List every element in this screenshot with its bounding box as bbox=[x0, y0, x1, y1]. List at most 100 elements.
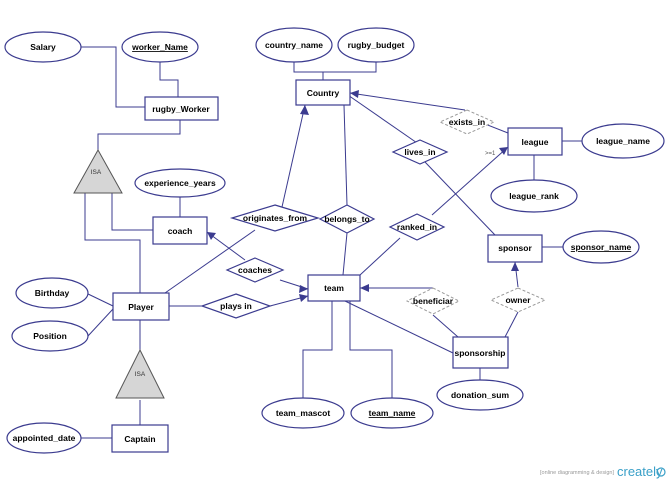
relationships bbox=[200, 109, 547, 319]
label-team-name: team_name bbox=[369, 408, 416, 418]
attribute-league-name[interactable] bbox=[581, 123, 665, 159]
label-coach: coach bbox=[168, 226, 193, 236]
attribute-birthday[interactable] bbox=[15, 277, 89, 309]
label-exists-in: exists_in bbox=[449, 117, 485, 127]
edge-rankedin-team bbox=[359, 237, 401, 276]
edge-countryname-country bbox=[293, 62, 324, 80]
attribute-rugby-budget[interactable] bbox=[337, 27, 415, 63]
labels: Salary worker_Name rugby_Worker country_… bbox=[13, 40, 651, 444]
label-sponsorship: sponsorship bbox=[454, 348, 505, 358]
attribute-country-name[interactable] bbox=[255, 27, 333, 63]
label-rugby-budget: rugby_budget bbox=[348, 40, 405, 50]
edge-isa-coach bbox=[111, 193, 153, 231]
watermark-brand: creately bbox=[617, 464, 663, 479]
label-rugby-worker: rugby_Worker bbox=[152, 104, 210, 114]
edge-league-rankedin bbox=[431, 146, 509, 216]
label-player: Player bbox=[128, 302, 154, 312]
attribute-salary[interactable] bbox=[4, 31, 82, 63]
edge-salary-worker bbox=[81, 46, 145, 108]
relationship-beneficiar[interactable] bbox=[405, 287, 461, 315]
watermark: [online diagramming & design] creately bbox=[540, 464, 666, 479]
relationship-owner[interactable] bbox=[489, 287, 547, 313]
label-league-name: league_name bbox=[596, 136, 650, 146]
arrowhead-team-coaches bbox=[299, 285, 308, 293]
label-experience-years: experience_years bbox=[144, 178, 216, 188]
watermark-caption: [online diagramming & design] bbox=[540, 470, 614, 476]
relationship-exists-in[interactable] bbox=[438, 109, 496, 135]
label-donation-sum: donation_sum bbox=[451, 390, 510, 400]
label-originates-from: originates_from bbox=[243, 213, 308, 223]
arrowhead-team-beneficiar bbox=[360, 284, 369, 292]
label-country: Country bbox=[307, 88, 340, 98]
edge-team-teammascot bbox=[302, 301, 333, 398]
entity-rugby-worker[interactable] bbox=[144, 96, 219, 121]
entity-team[interactable] bbox=[307, 274, 361, 302]
attribute-donation-sum[interactable] bbox=[436, 379, 524, 411]
label-cardinality: >=1 bbox=[485, 151, 496, 157]
watermark-logo-icon bbox=[656, 467, 666, 477]
label-owner: owner bbox=[505, 295, 531, 305]
attribute-position[interactable] bbox=[11, 320, 89, 352]
edge-originates-country bbox=[281, 104, 306, 208]
edge-originates-player bbox=[164, 229, 256, 294]
label-league: league bbox=[522, 137, 549, 147]
attribute-team-mascot[interactable] bbox=[261, 397, 345, 429]
attribute-appointed-date[interactable] bbox=[6, 422, 82, 454]
label-sponsor: sponsor bbox=[498, 243, 532, 253]
attribute-league-rank[interactable] bbox=[490, 179, 578, 213]
edge-country-livesin bbox=[344, 92, 421, 146]
entity-league[interactable] bbox=[507, 127, 563, 156]
relationship-lives-in[interactable] bbox=[391, 139, 449, 165]
attribute-sponsor-name[interactable] bbox=[562, 230, 640, 264]
label-salary: Salary bbox=[30, 42, 56, 52]
arrowhead-coach-coaches bbox=[207, 232, 216, 240]
edge-country-existsin bbox=[349, 92, 466, 111]
label-captain: Captain bbox=[124, 434, 155, 444]
label-league-rank: league_rank bbox=[509, 191, 559, 201]
arrowhead-sponsor-owner bbox=[511, 262, 519, 271]
edge-livesin-sponsor bbox=[424, 161, 496, 236]
label-birthday: Birthday bbox=[35, 288, 70, 298]
edge-worker-isa bbox=[97, 120, 181, 150]
edge-birthday-player bbox=[85, 292, 114, 307]
label-isa-top: ISA bbox=[91, 169, 102, 176]
relationship-ranked-in[interactable] bbox=[388, 213, 446, 241]
attribute-team-name[interactable] bbox=[350, 397, 434, 429]
label-coaches: coaches bbox=[238, 265, 272, 275]
entity-captain[interactable] bbox=[111, 424, 169, 453]
relationship-coaches[interactable] bbox=[225, 257, 285, 283]
edge-country-belongsto bbox=[343, 104, 348, 206]
edge-beneficiar-sponsorship bbox=[432, 314, 459, 338]
relationship-originates-from[interactable] bbox=[229, 204, 321, 232]
edge-team-teamname bbox=[349, 301, 393, 398]
entity-country[interactable] bbox=[295, 79, 351, 106]
arrowhead-country-originates bbox=[300, 105, 309, 115]
entity-player[interactable] bbox=[112, 292, 170, 321]
entities bbox=[111, 79, 563, 453]
attribute-experience-years[interactable] bbox=[134, 168, 226, 198]
entity-coach[interactable] bbox=[152, 216, 208, 245]
entity-sponsorship[interactable] bbox=[452, 336, 509, 369]
relationship-plays-in[interactable] bbox=[200, 293, 272, 319]
entity-sponsor[interactable] bbox=[487, 234, 543, 263]
label-lives-in: lives_in bbox=[404, 147, 435, 157]
label-belongs-to: belongs_to bbox=[324, 214, 369, 224]
arrowhead-league-rankedin bbox=[499, 147, 508, 155]
label-team: team bbox=[324, 283, 344, 293]
label-beneficiar: beneficiar bbox=[413, 296, 454, 306]
label-ranked-in: ranked_in bbox=[397, 222, 437, 232]
arrowhead-team-playsin bbox=[299, 294, 308, 302]
arrowheads bbox=[207, 90, 519, 302]
label-plays-in: plays in bbox=[220, 301, 252, 311]
edge-team-sponsorship bbox=[344, 300, 454, 354]
edge-workername-worker bbox=[159, 62, 179, 97]
label-position: Position bbox=[33, 331, 67, 341]
edge-budget-country bbox=[323, 62, 377, 73]
attribute-worker-name[interactable] bbox=[121, 31, 199, 63]
relationship-belongs-to[interactable] bbox=[318, 204, 376, 234]
edge-position-player bbox=[87, 308, 114, 337]
label-country-name: country_name bbox=[265, 40, 323, 50]
attributes bbox=[4, 27, 665, 454]
label-appointed-date: appointed_date bbox=[13, 433, 76, 443]
